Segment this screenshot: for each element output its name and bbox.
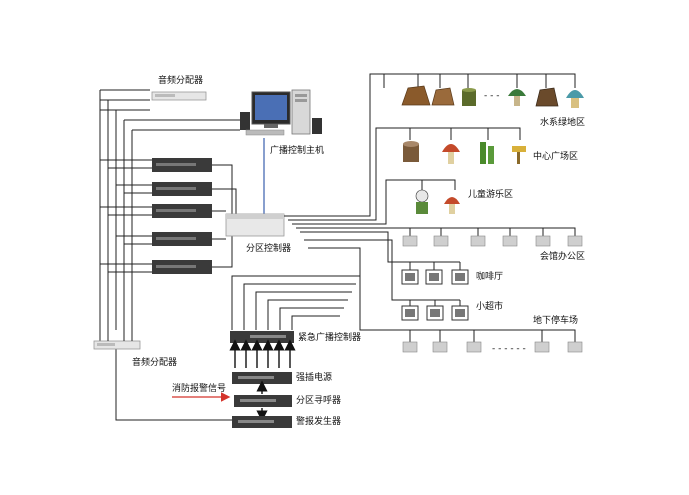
- ceiling-speaker-icon: [470, 235, 486, 247]
- ceiling-speaker-icon: [567, 235, 583, 247]
- rock-speaker-icon: [401, 85, 431, 106]
- zone-water-green-speakers: - - -: [401, 85, 584, 108]
- ceiling-speaker-icon: [567, 341, 583, 353]
- zone-center-plaza-label: 中心广场区: [533, 152, 579, 162]
- zone-supermarket-speakers: [401, 305, 469, 321]
- amplifier-4: [152, 232, 212, 246]
- zone-office-speakers: [402, 235, 583, 247]
- zone-controller-label: 分区控制器: [246, 244, 292, 254]
- audio-distributor-top: [151, 91, 207, 101]
- zone-parking-label: 地下停车场: [533, 316, 579, 326]
- rock-speaker-icon: [431, 87, 455, 106]
- ceiling-speaker-icon: [402, 235, 418, 247]
- amplifier-5: [152, 260, 212, 274]
- svg-text:- - -: - - -: [484, 91, 499, 101]
- svg-text:- - - - - -: - - - - - -: [492, 344, 526, 354]
- left-bus-lines: [99, 89, 240, 421]
- amplifier-stack: [152, 158, 212, 274]
- broadcast-host-label: 广播控制主机: [270, 146, 325, 156]
- computer-icon: [240, 89, 322, 136]
- ceiling-speaker-icon: [535, 235, 551, 247]
- zone-parking-speakers: - - - - - -: [402, 341, 583, 354]
- emergency-up-arrows: [229, 339, 296, 368]
- zone-cafe-speakers: [401, 269, 469, 285]
- audio-distributor-top-label: 音频分配器: [158, 76, 204, 86]
- bottom-distributor-lines: [107, 330, 133, 341]
- forced-power-label: 强插电源: [296, 373, 333, 383]
- ceiling-speaker-icon: [432, 341, 448, 353]
- stump-speaker-icon: [462, 88, 476, 106]
- bamboo-speaker-icon: [480, 142, 494, 164]
- emergency-controller-label: 紧急广播控制器: [298, 333, 362, 343]
- amp-to-controller-lines: [212, 164, 237, 268]
- rock-speaker-icon: [535, 87, 559, 107]
- audio-distributor-bottom: [93, 340, 141, 350]
- mushroom-speaker-icon: [566, 90, 584, 108]
- forced-power: [232, 372, 292, 384]
- zone-supermarket-label: 小超市: [476, 302, 504, 312]
- amplifier-2: [152, 182, 212, 196]
- ceiling-speaker-icon: [433, 235, 449, 247]
- amplifier-3: [152, 204, 212, 218]
- zone-kids-play-speakers: [415, 189, 460, 214]
- mushroom-speaker-icon: [508, 89, 526, 106]
- zone-pager: [234, 395, 292, 407]
- zone-controller: [225, 213, 285, 237]
- emergency-controller: [230, 331, 294, 343]
- zone-center-plaza-speakers: [403, 141, 526, 164]
- mushroom-speaker-icon: [442, 144, 460, 164]
- mushroom-speaker-icon: [444, 197, 460, 214]
- ceiling-speaker-icon: [402, 341, 418, 353]
- zone-pager-label: 分区寻呼器: [296, 396, 342, 406]
- stump-speaker-icon: [403, 141, 419, 162]
- ceiling-speaker-icon: [466, 341, 482, 353]
- right-bus-lines: [284, 73, 576, 342]
- ceiling-speaker-icon: [534, 341, 550, 353]
- zone-kids-play-label: 儿童游乐区: [468, 190, 514, 200]
- audio-distributor-bottom-label: 音频分配器: [132, 358, 178, 368]
- zone-office-label: 会馆办公区: [540, 252, 586, 262]
- alarm-generator: [232, 416, 292, 428]
- zone-cafe-label: 咖啡厅: [476, 272, 504, 282]
- fire-alarm-signal-label: 消防报警信号: [172, 384, 227, 394]
- emergency-bus-lines: [231, 275, 360, 330]
- sign-speaker-icon: [512, 146, 526, 164]
- cartoon-speaker-icon: [415, 189, 429, 214]
- alarm-generator-label: 警报发生器: [296, 417, 342, 427]
- amplifier-1: [152, 158, 212, 172]
- ceiling-speaker-icon: [502, 235, 518, 247]
- zone-water-green-label: 水系绿地区: [540, 118, 586, 128]
